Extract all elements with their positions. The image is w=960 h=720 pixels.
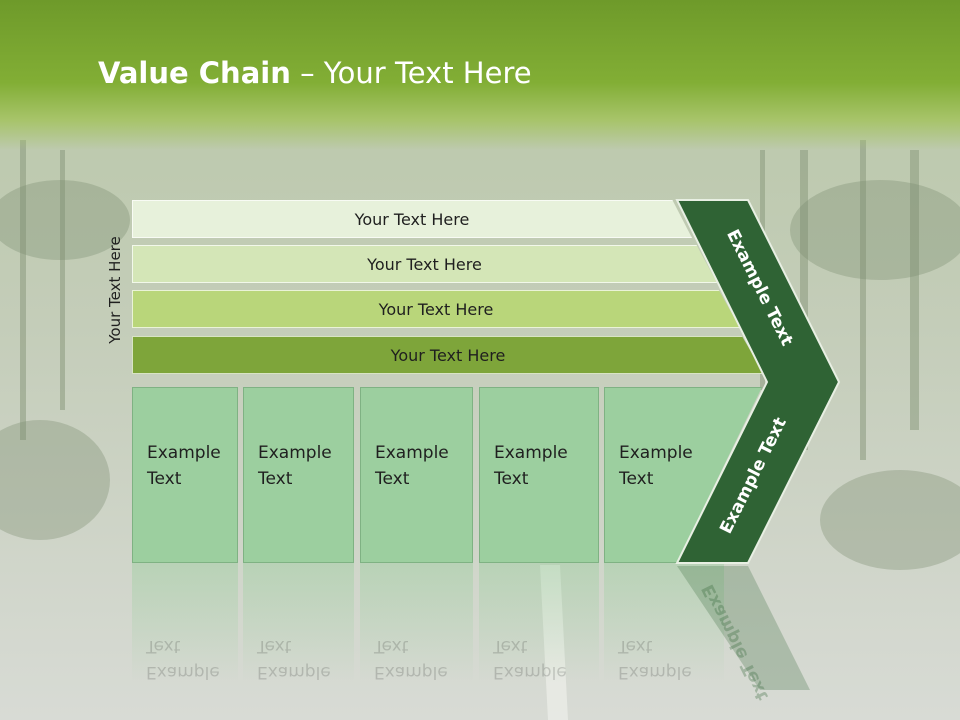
column-5-line1: Example — [619, 443, 693, 463]
chevron-shape[interactable] — [675, 199, 841, 564]
bar-3-label: Your Text Here — [378, 299, 494, 319]
bar-4[interactable]: Your Text Here — [132, 336, 764, 374]
column-5-line2: Text — [619, 469, 654, 489]
bar-1[interactable]: Your Text Here — [132, 200, 692, 238]
header-band — [0, 0, 960, 150]
page-title: Value Chain – Your Text Here — [98, 56, 532, 90]
column-4-line2: Text — [494, 469, 529, 489]
bar-4-label: Your Text Here — [390, 345, 506, 365]
chevron-reflection — [677, 566, 810, 690]
bar-2-label: Your Text Here — [367, 254, 482, 274]
bar-1-label: Your Text Here — [354, 209, 470, 229]
column-4-line1: Example — [494, 443, 568, 463]
column-3-line2: Text — [375, 469, 410, 489]
column-3-line1: Example — [375, 443, 449, 463]
column-1-line2: Text — [147, 469, 182, 489]
column-1-line1: Example — [147, 443, 221, 463]
column-2-line2: Text — [258, 469, 293, 489]
bar-2[interactable]: Your Text Here — [132, 245, 717, 283]
column-2-line1: Example — [258, 443, 332, 463]
title-bold: Value Chain — [98, 56, 291, 90]
title-rest: – Your Text Here — [290, 56, 532, 90]
